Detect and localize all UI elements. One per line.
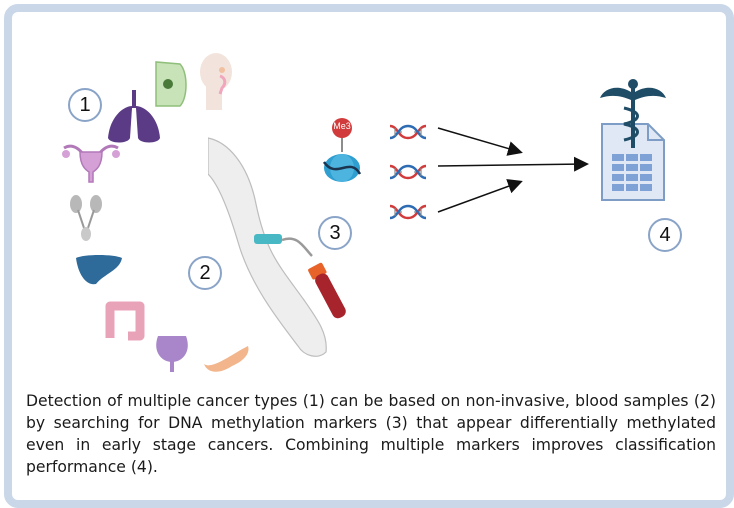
liver-icon [76, 255, 122, 285]
colon-icon [105, 301, 145, 341]
caduceus-icon [600, 79, 666, 148]
head-neck-icon [200, 53, 232, 110]
uterus-icon [62, 144, 120, 183]
arrow-icon-1 [437, 127, 523, 156]
blood-tube-icon [308, 262, 346, 319]
medical-report-icon [600, 79, 666, 201]
badge-2: 2 [188, 256, 222, 290]
diagram-stage: 1 [12, 12, 726, 392]
badge-3: 3 [318, 216, 352, 250]
badge-4: 4 [648, 218, 682, 252]
arm-blood-draw-icon [208, 137, 327, 357]
arrow-icon-3 [437, 179, 523, 213]
nucleosome-icon [322, 118, 362, 182]
arrow-icon-2 [437, 156, 589, 172]
methyl-marker [332, 118, 352, 138]
methyl-label: Me3 [333, 121, 351, 131]
dna-icon-2 [389, 164, 427, 180]
breast-icon [155, 61, 187, 107]
arrows-layer [437, 127, 589, 213]
bladder-icon [156, 336, 188, 372]
badge-1: 1 [68, 88, 102, 122]
dna-icon-1 [389, 124, 427, 140]
dna-icon-3 [389, 204, 427, 220]
kidney-icon [70, 195, 102, 241]
pancreas-icon [204, 346, 249, 372]
figure-caption: Detection of multiple cancer types (1) c… [26, 392, 716, 476]
figure-frame: 1 [4, 4, 734, 508]
lungs-icon [108, 90, 160, 143]
